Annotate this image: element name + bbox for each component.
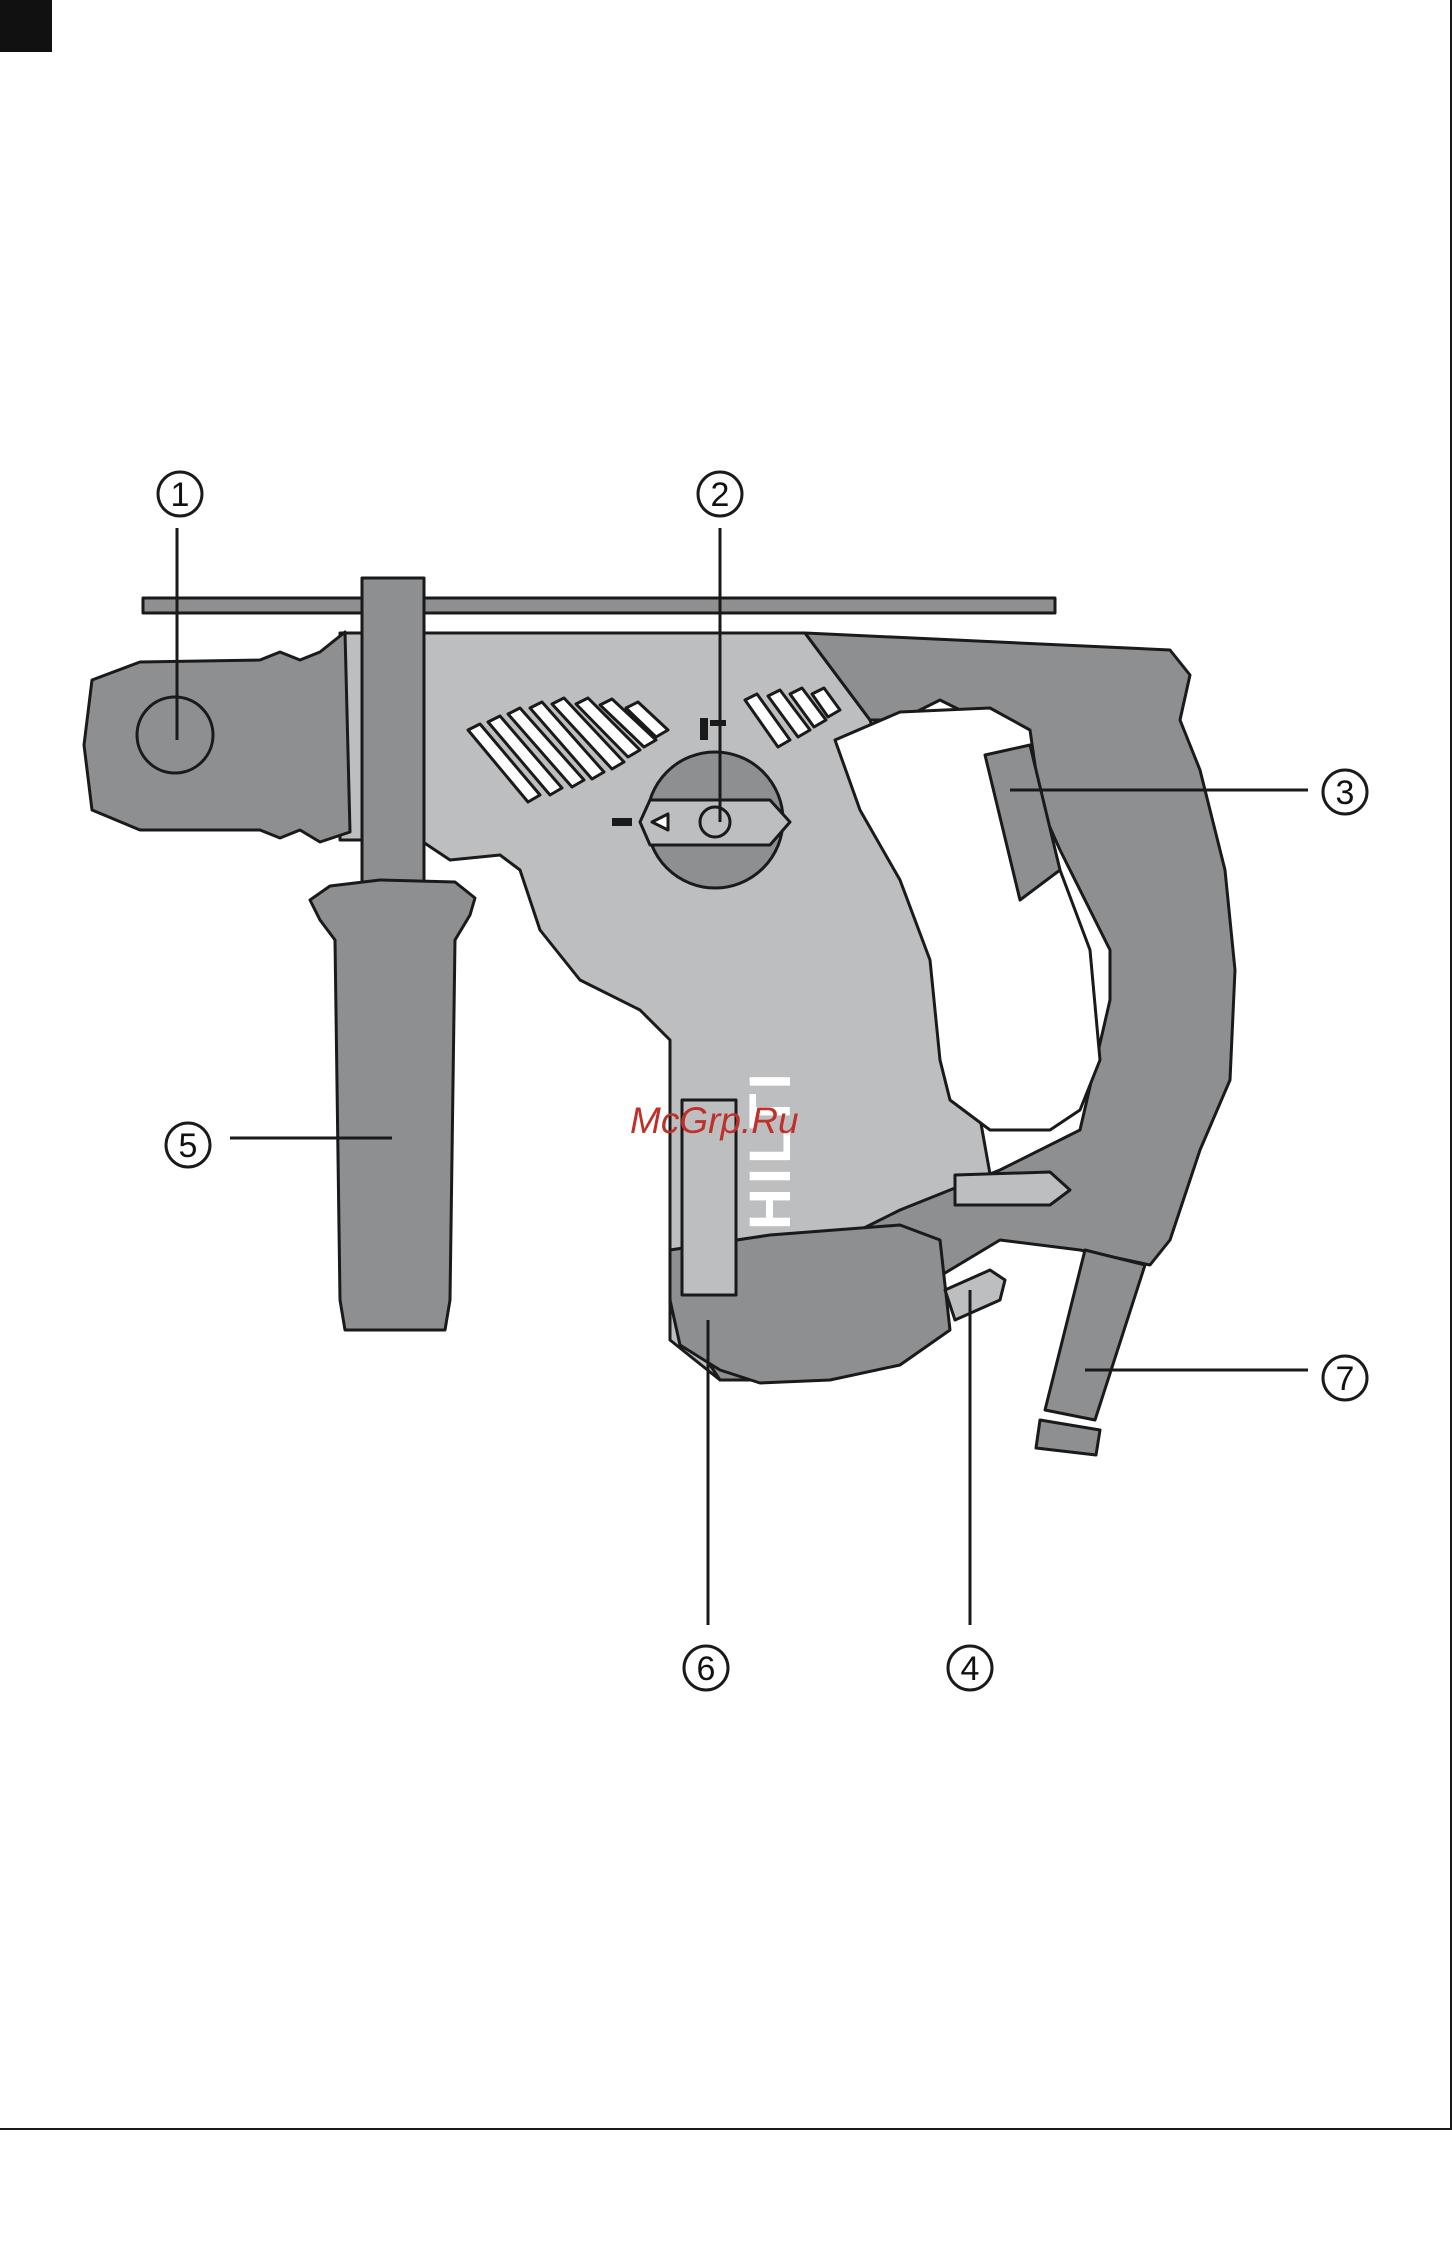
chisel-mode-icon (612, 818, 632, 826)
cord-end (1036, 1420, 1100, 1455)
chuck (84, 632, 350, 842)
watermark-text: McGrp.Ru (630, 1100, 799, 1141)
tool-diagram: 1 2 3 4 5 6 7 HILTI McGrp.Ru (0, 0, 1452, 2130)
depth-gauge-rod (143, 598, 1055, 613)
selector-center-icon (700, 807, 730, 837)
callout-7: 7 (1336, 1360, 1355, 1398)
side-handle-clamp (362, 578, 424, 882)
brand-logo: HILTI (738, 1069, 803, 1230)
callout-2: 2 (711, 476, 730, 514)
callout-6: 6 (697, 1650, 716, 1688)
chuck-release-ring (137, 697, 213, 773)
handle-cap (955, 1172, 1070, 1205)
callout-1: 1 (171, 476, 190, 514)
side-handle (310, 880, 475, 1330)
power-cord (1045, 1250, 1145, 1420)
callout-5: 5 (179, 1127, 198, 1165)
callout-3: 3 (1336, 774, 1355, 812)
on-off-switch (945, 1270, 1005, 1320)
callout-4: 4 (961, 1650, 980, 1688)
